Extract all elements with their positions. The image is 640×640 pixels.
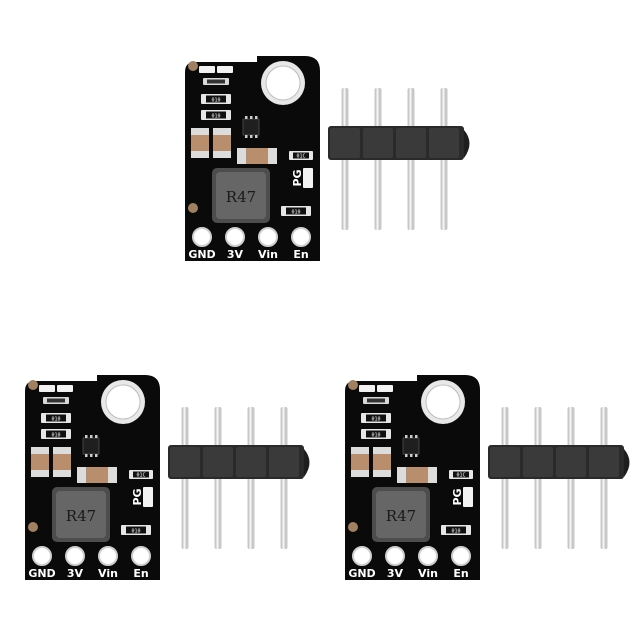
pin-hole: [352, 546, 372, 566]
mounting-hole: [421, 380, 465, 424]
pg-label: PG: [131, 488, 144, 505]
capacitors: [31, 447, 117, 483]
resistor-marking: 010: [51, 417, 60, 423]
inductor-marking: R47: [226, 188, 256, 206]
pin-label: 3V: [227, 248, 244, 261]
resistor-marking: 010: [131, 529, 140, 535]
pin-hole: [258, 227, 278, 247]
mounting-hole: [261, 61, 305, 105]
pin-hole: [291, 227, 311, 247]
resistor-marking: 010: [211, 114, 220, 120]
pin-header: [328, 88, 470, 230]
pin-label: 3V: [387, 567, 404, 580]
resistor-marking: 010: [211, 98, 220, 104]
resistor-1: 010: [201, 94, 231, 104]
pin-hole: [192, 227, 212, 247]
pin-hole: [451, 546, 471, 566]
resistor-1: 010: [41, 413, 71, 423]
resistor-marking: 010: [51, 433, 60, 439]
resistor-2: 010: [361, 429, 391, 439]
resistor-marking: 010: [451, 529, 460, 535]
inductor: R47: [212, 168, 270, 223]
pin-hole: [225, 227, 245, 247]
resistor-marking: 010: [371, 433, 380, 439]
pin-header: [488, 407, 630, 549]
pin-hole: [65, 546, 85, 566]
pin-hole: [131, 546, 151, 566]
pin-label: En: [133, 567, 148, 580]
status-leds: [39, 385, 73, 404]
mounting-hole: [101, 380, 145, 424]
resistor-marking: 010: [371, 417, 380, 423]
inductor-marking: R47: [386, 507, 416, 525]
pin-label: 3V: [67, 567, 84, 580]
pin-label: Vin: [258, 248, 278, 261]
pin-hole: [32, 546, 52, 566]
capacitors: [351, 447, 437, 483]
pin-label: En: [453, 567, 468, 580]
regulator-chip: [82, 435, 100, 457]
pin-hole: [98, 546, 118, 566]
inductor: R47: [372, 487, 430, 542]
inductor-marking: R47: [66, 507, 96, 525]
pin-hole: [385, 546, 405, 566]
inductor: R47: [52, 487, 110, 542]
pin-label: GND: [188, 248, 215, 261]
pin-hole: [418, 546, 438, 566]
resistor-4: 010: [281, 206, 311, 216]
resistor-3: 01C: [289, 151, 313, 160]
resistor-marking: 01C: [136, 473, 145, 479]
resistor-3: 01C: [449, 470, 473, 479]
pin-label: GND: [348, 567, 375, 580]
resistor-3: 01C: [129, 470, 153, 479]
resistor-marking: 01C: [296, 154, 305, 160]
status-leds: [359, 385, 393, 404]
resistor-4: 010: [121, 525, 151, 535]
pin-label: Vin: [418, 567, 438, 580]
pin-label: GND: [28, 567, 55, 580]
power-good-led: [463, 487, 473, 507]
pg-label: PG: [451, 488, 464, 505]
resistor-marking: 010: [291, 210, 300, 216]
resistor-2: 010: [41, 429, 71, 439]
power-good-led: [303, 168, 313, 188]
resistor-1: 010: [361, 413, 391, 423]
regulator-chip: [242, 116, 260, 138]
power-good-led: [143, 487, 153, 507]
resistor-2: 010: [201, 110, 231, 120]
regulator-chip: [402, 435, 420, 457]
capacitors: [191, 128, 277, 164]
status-leds: [199, 66, 233, 85]
pin-label: En: [293, 248, 308, 261]
pin-label: Vin: [98, 567, 118, 580]
resistor-marking: 01C: [456, 473, 465, 479]
pin-header: [168, 407, 310, 549]
pg-label: PG: [291, 169, 304, 186]
resistor-4: 010: [441, 525, 471, 535]
